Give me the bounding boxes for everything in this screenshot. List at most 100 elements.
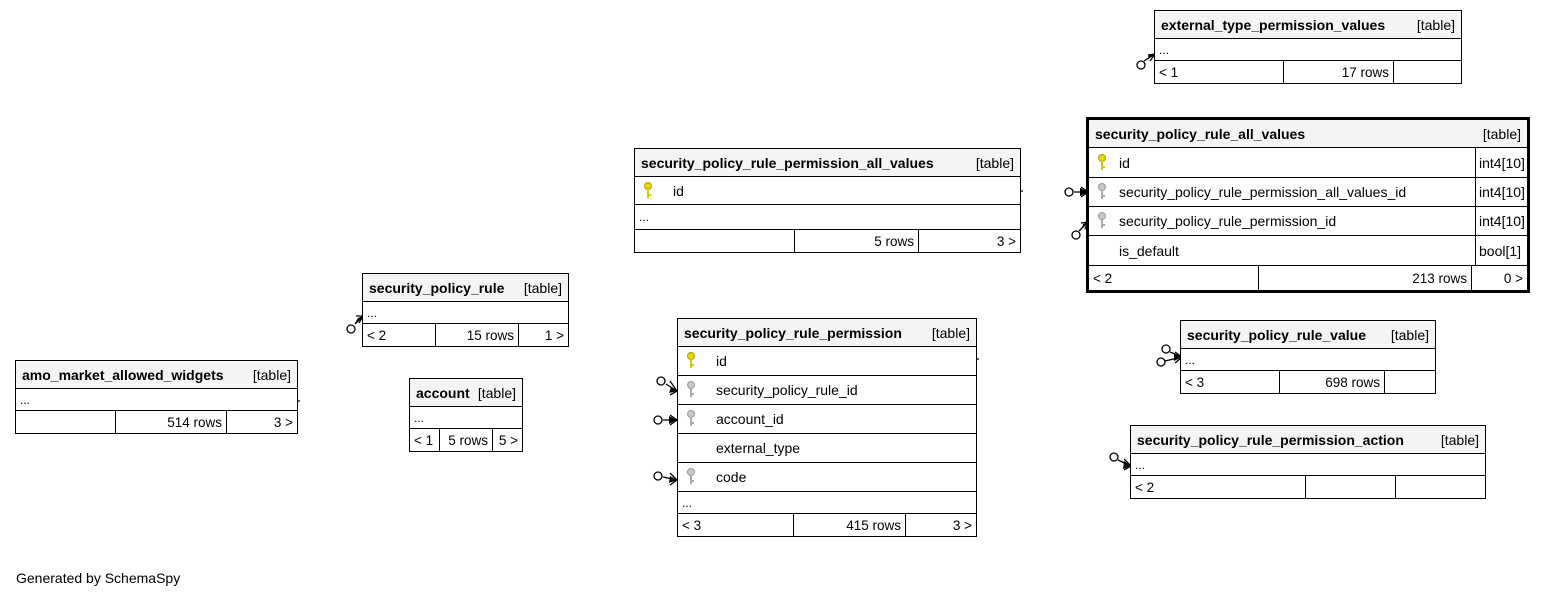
row-count: 15 rows [436,324,519,346]
table-security-policy-rule-value[interactable]: security_policy_rule_value [table] ... <… [1180,320,1436,394]
row-count: 514 rows [116,411,227,433]
column-name: id [716,353,727,369]
table-security-policy-rule-permission-action[interactable]: security_policy_rule_permission_action [… [1130,425,1486,499]
table-security-policy-rule-all-values[interactable]: security_policy_rule_all_values [table] … [1086,117,1530,293]
row-count: 213 rows [1259,266,1472,290]
column-row[interactable]: id [678,347,976,376]
column-row[interactable]: security_policy_rule_permission_id int4[… [1089,207,1527,236]
columns-ellipsis: ... [363,302,568,324]
table-footer: < 1 17 rows [1155,61,1461,83]
column-name: id [673,182,684,199]
column-row[interactable]: is_default bool[1] [1089,236,1527,266]
table-name: security_policy_rule_all_values [1095,125,1306,142]
column-row[interactable]: security_policy_rule_permission_all_valu… [1089,178,1527,207]
table-footer: < 3 415 rows 3 > [678,514,976,536]
table-footer: 5 rows 3 > [635,230,1020,252]
foreign-key-icon [1089,183,1115,201]
relationship-optional-marker [653,415,663,425]
table-type-tag: [table] [1390,326,1429,343]
parents-count: < 1 [1155,61,1284,83]
column-row[interactable]: security_policy_rule_id [678,376,976,405]
relationship-optional-marker [346,324,356,334]
relationship-optional-marker [1161,344,1171,354]
table-external-type-permission-values[interactable]: external_type_permission_values [table] … [1154,10,1462,84]
table-footer: < 2 15 rows 1 > [363,324,568,346]
column-name: security_policy_rule_permission_all_valu… [1119,184,1407,200]
column-row[interactable]: account_id [678,405,976,434]
column-row[interactable]: id int4[10] [1089,148,1527,178]
table-name: external_type_permission_values [1161,16,1386,33]
column-name: security_policy_rule_permission_id [1119,213,1337,229]
parents-count: < 3 [1181,371,1280,393]
columns-ellipsis: ... [1155,39,1461,61]
column-name: code [716,469,747,485]
table-security-policy-rule[interactable]: security_policy_rule [table] ... < 2 15 … [362,273,569,347]
relationship-optional-marker [1156,357,1166,367]
relationship-optional-marker [1109,452,1119,462]
foreign-key-icon [678,381,704,399]
columns-ellipsis: ... [1181,349,1435,371]
table-security-policy-rule-permission[interactable]: security_policy_rule_permission [table] … [677,318,977,537]
parents-count: < 2 [1089,266,1259,290]
table-name: account [416,384,470,401]
column-row[interactable]: external_type [678,434,976,463]
table-header: account [table] [410,379,522,407]
relationship-optional-marker [653,471,663,481]
row-count: 17 rows [1284,61,1394,83]
column-name: id [1119,154,1130,171]
columns-ellipsis: ... [16,389,297,411]
table-amo-market-allowed-widgets[interactable]: amo_market_allowed_widgets [table] ... 5… [15,360,298,434]
columns-ellipsis: ... [1131,454,1485,476]
table-name: security_policy_rule [369,279,505,296]
table-header: security_policy_rule_value [table] [1181,321,1435,349]
table-type-tag: [table] [1482,125,1521,142]
generated-by-caption: Generated by SchemaSpy [16,570,181,586]
table-footer: < 1 5 rows 5 > [410,429,522,451]
foreign-key-icon [678,468,704,486]
parents-count: < 2 [363,324,436,346]
parents-count: < 1 [410,429,440,451]
table-header: security_policy_rule_permission_action [… [1131,426,1485,454]
children-count: 5 > [498,432,518,448]
table-name: security_policy_rule_permission [684,324,902,341]
columns-ellipsis: ... [678,492,976,514]
parents-count: < 2 [1131,476,1306,498]
table-footer: < 2 213 rows 0 > [1089,266,1527,290]
column-type: bool[1] [1475,236,1527,265]
column-type: int4[10] [1475,207,1527,235]
table-type-tag: [table] [975,154,1014,171]
relationship-optional-marker [1136,60,1146,70]
table-name: security_policy_rule_permission_action [1137,431,1404,448]
parents-count: < 3 [678,514,794,536]
table-footer: 514 rows 3 > [16,411,297,433]
primary-key-icon [678,352,704,370]
column-row[interactable]: code [678,463,976,492]
children-count: 0 > [1503,270,1523,286]
row-count: 5 rows [440,429,493,451]
columns-ellipsis: ... [410,407,522,429]
children-count [1385,371,1435,393]
parents-count [635,230,795,252]
table-header: security_policy_rule_permission [table] [678,319,976,347]
column-type: int4[10] [1475,178,1527,206]
table-account[interactable]: account [table] ... < 1 5 rows 5 > [409,378,523,452]
table-type-tag: [table] [1440,431,1479,448]
table-name: amo_market_allowed_widgets [22,366,224,383]
table-footer: < 2 [1131,476,1485,498]
relationship-optional-marker [1064,187,1074,197]
column-name: is_default [1119,242,1179,259]
table-type-tag: [table] [1416,16,1455,33]
relationship-optional-marker [656,376,666,386]
relationship-optional-marker [1071,230,1081,240]
table-header: security_policy_rule_permission_all_valu… [635,149,1020,177]
table-header: amo_market_allowed_widgets [table] [16,361,297,389]
table-security-policy-rule-permission-all-values[interactable]: security_policy_rule_permission_all_valu… [634,148,1021,253]
table-footer: < 3 698 rows [1181,371,1435,393]
row-count: 698 rows [1280,371,1385,393]
table-type-tag: [table] [252,366,291,383]
row-count: 415 rows [794,514,906,536]
children-count: 3 > [273,414,293,430]
column-row[interactable]: id [635,177,1020,205]
children-count: 1 > [544,327,564,343]
table-header: security_policy_rule [table] [363,274,568,302]
